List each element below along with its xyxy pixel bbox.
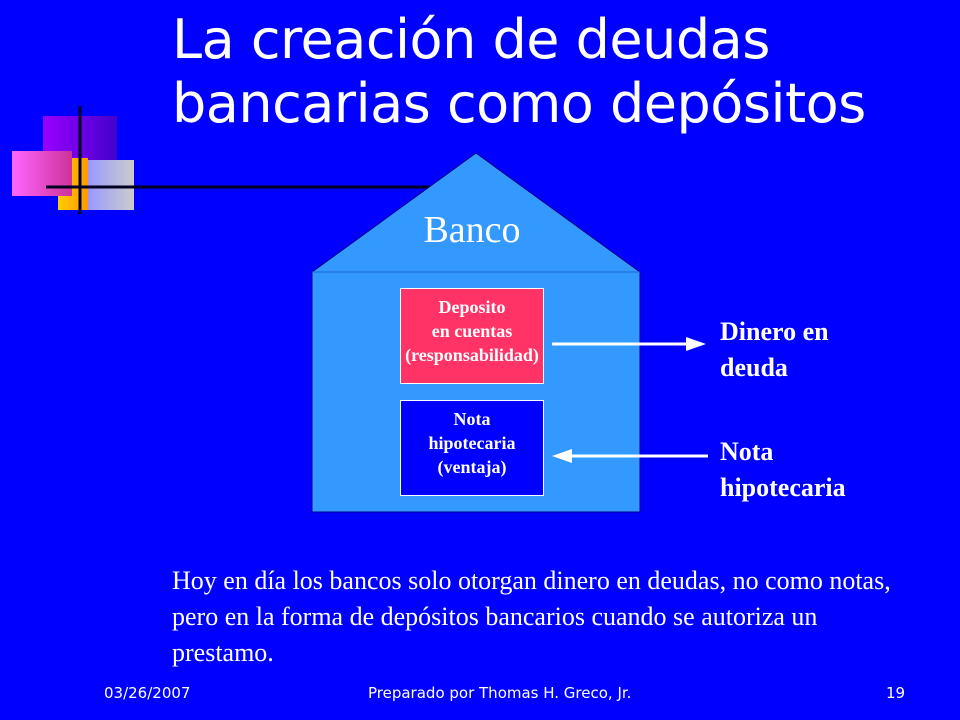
title-line-2: bancarias como depósitos <box>172 72 866 135</box>
deposit-box: Deposito en cuentas (responsabilidad) <box>400 288 544 384</box>
debt-money-label-line-2: deuda <box>720 353 788 382</box>
arrow-right-icon <box>552 337 706 351</box>
deposit-box-line-1: Deposito <box>438 297 506 317</box>
footer-page-number: 19 <box>886 684 906 702</box>
footer-date: 03/26/2007 <box>104 684 191 702</box>
mortgage-note-label-line-1: Nota <box>720 437 774 466</box>
note-box-line-2: hipotecaria <box>428 433 516 453</box>
mortgage-note-box: Nota hipotecaria (ventaja) <box>400 400 544 496</box>
deposit-box-line-3: (responsabilidad) <box>405 345 539 365</box>
mortgage-note-label: Nota hipotecaria <box>720 434 846 506</box>
note-box-line-3: (ventaja) <box>437 457 507 477</box>
mortgage-note-label-line-2: hipotecaria <box>720 473 846 502</box>
debt-money-label-line-1: Dinero en <box>720 317 829 346</box>
arrow-left-icon <box>552 449 708 463</box>
footer-author: Preparado por Thomas H. Greco, Jr. <box>368 684 632 702</box>
decorative-squares-icon <box>12 106 134 214</box>
note-box-line-1: Nota <box>453 409 491 429</box>
debt-money-label: Dinero en deuda <box>720 314 829 386</box>
decorative-line <box>46 185 486 189</box>
explanation-text: Hoy en día los bancos solo otorgan diner… <box>172 566 891 667</box>
bank-label: Banco <box>423 209 521 251</box>
slide-title: La creación de deudas bancarias como dep… <box>172 8 952 136</box>
deposit-box-line-2: en cuentas <box>431 321 513 341</box>
title-line-1: La creación de deudas <box>172 8 770 71</box>
